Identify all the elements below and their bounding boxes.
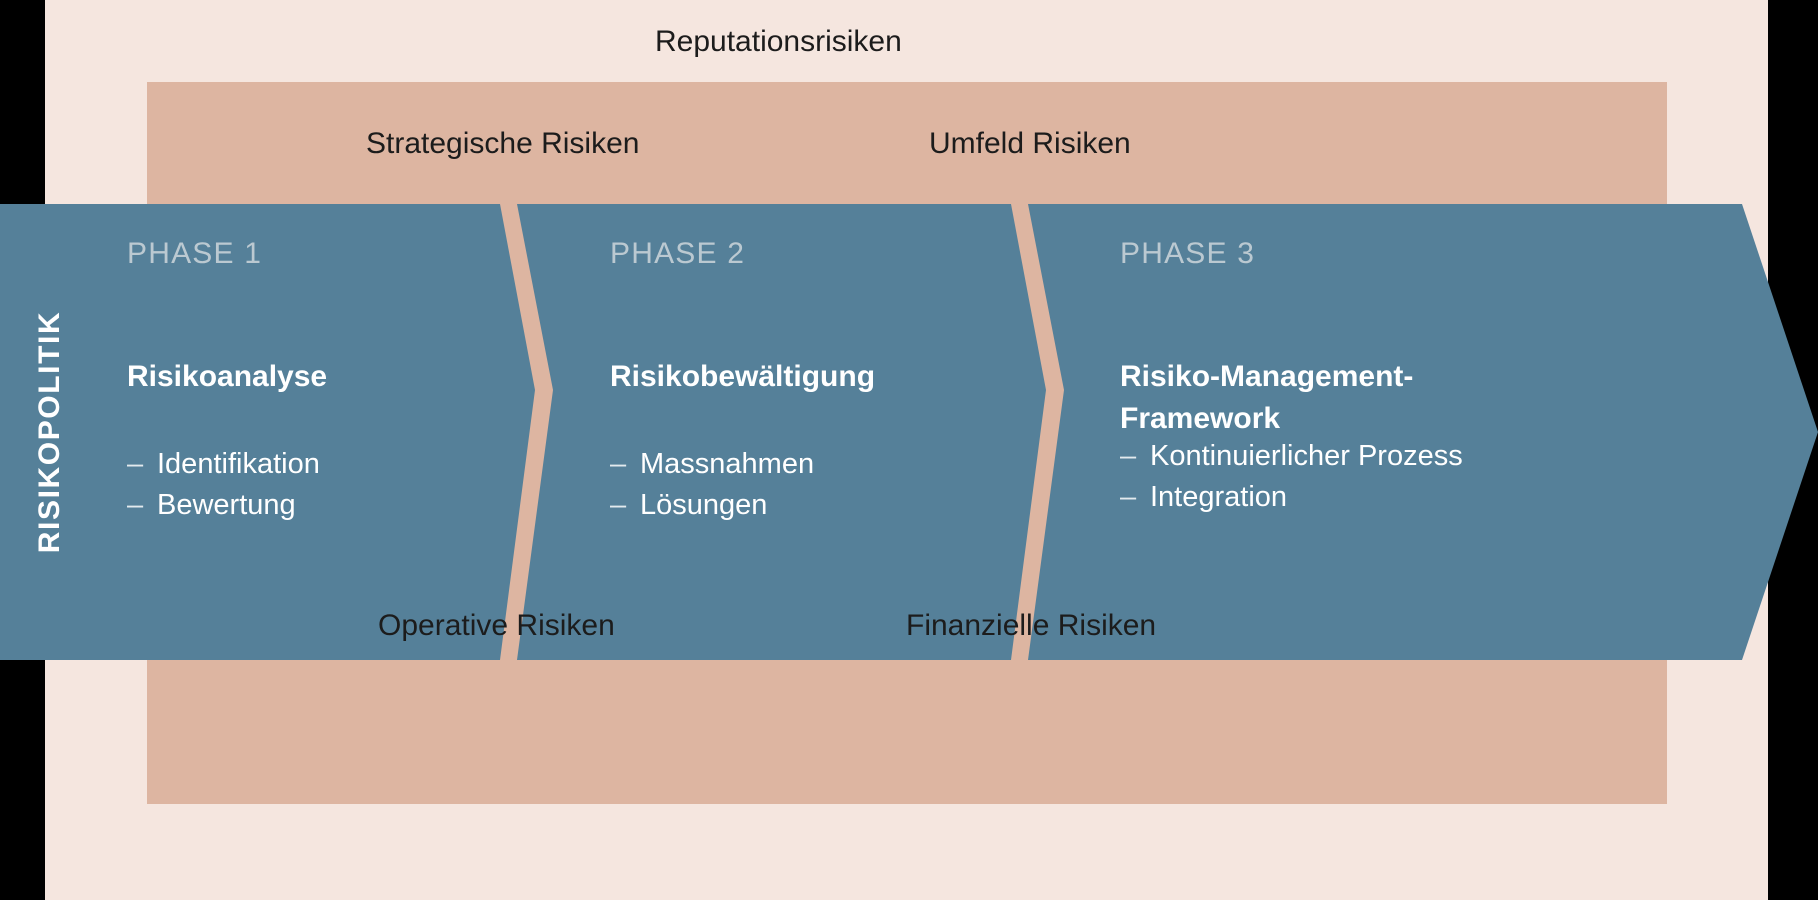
- list-item-label: Massnahmen: [640, 448, 815, 480]
- risk-label-environment: Umfeld Risiken: [929, 127, 1131, 160]
- phase-2-title: Risikobewältigung: [610, 360, 876, 393]
- list-item-label: Identifikation: [157, 448, 320, 480]
- dash-bullet-icon: –: [610, 448, 627, 480]
- phase-column-1: PHASE 1 Risikoanalyse – Identifikation –…: [127, 204, 487, 660]
- list-item: – Integration: [1120, 477, 1463, 518]
- phase-columns: PHASE 1 Risikoanalyse – Identifikation –…: [0, 204, 1818, 660]
- chevron-separator-2: [1011, 204, 1064, 660]
- list-item-label: Integration: [1150, 481, 1288, 513]
- chevron-separator-1: [500, 204, 553, 660]
- arrow-body: [0, 204, 1818, 660]
- risk-label-operational: Operative Risiken: [378, 609, 615, 642]
- dash-bullet-icon: –: [127, 489, 144, 521]
- dash-bullet-icon: –: [610, 489, 627, 521]
- list-item: – Identifikation: [127, 444, 320, 485]
- list-item: – Kontinuierlicher Prozess: [1120, 436, 1463, 477]
- phase-1-kicker: PHASE 1: [127, 237, 263, 270]
- list-item: – Lösungen: [610, 485, 814, 526]
- phase-column-2: PHASE 2 Risikobewältigung – Massnahmen –…: [610, 204, 990, 660]
- process-arrow-bar: [0, 204, 1818, 660]
- dash-bullet-icon: –: [1120, 440, 1137, 472]
- dash-bullet-icon: –: [1120, 481, 1137, 513]
- risk-label-reputation: Reputationsrisiken: [655, 25, 902, 58]
- list-item-label: Kontinuierlicher Prozess: [1150, 440, 1463, 472]
- phase-column-3: PHASE 3 Risiko-Management-Framework – Ko…: [1120, 204, 1540, 660]
- risk-label-financial: Finanzielle Risiken: [906, 609, 1157, 642]
- list-item-label: Bewertung: [157, 489, 296, 521]
- risk-label-strategic: Strategische Risiken: [366, 127, 640, 160]
- phase-3-title: Risiko-Management-Framework: [1120, 360, 1414, 435]
- dash-bullet-icon: –: [127, 448, 144, 480]
- phase-2-kicker: PHASE 2: [610, 237, 746, 270]
- list-item-label: Lösungen: [640, 489, 768, 521]
- phase-1-title: Risikoanalyse: [127, 360, 328, 393]
- phase-2-list: – Massnahmen – Lösungen: [610, 444, 814, 526]
- list-item: – Massnahmen: [610, 444, 814, 485]
- phase-1-list: – Identifikation – Bewertung: [127, 444, 320, 526]
- phase-3-kicker: PHASE 3: [1120, 237, 1256, 270]
- phase-3-list: – Kontinuierlicher Prozess – Integration: [1120, 436, 1463, 518]
- list-item: – Bewertung: [127, 485, 320, 526]
